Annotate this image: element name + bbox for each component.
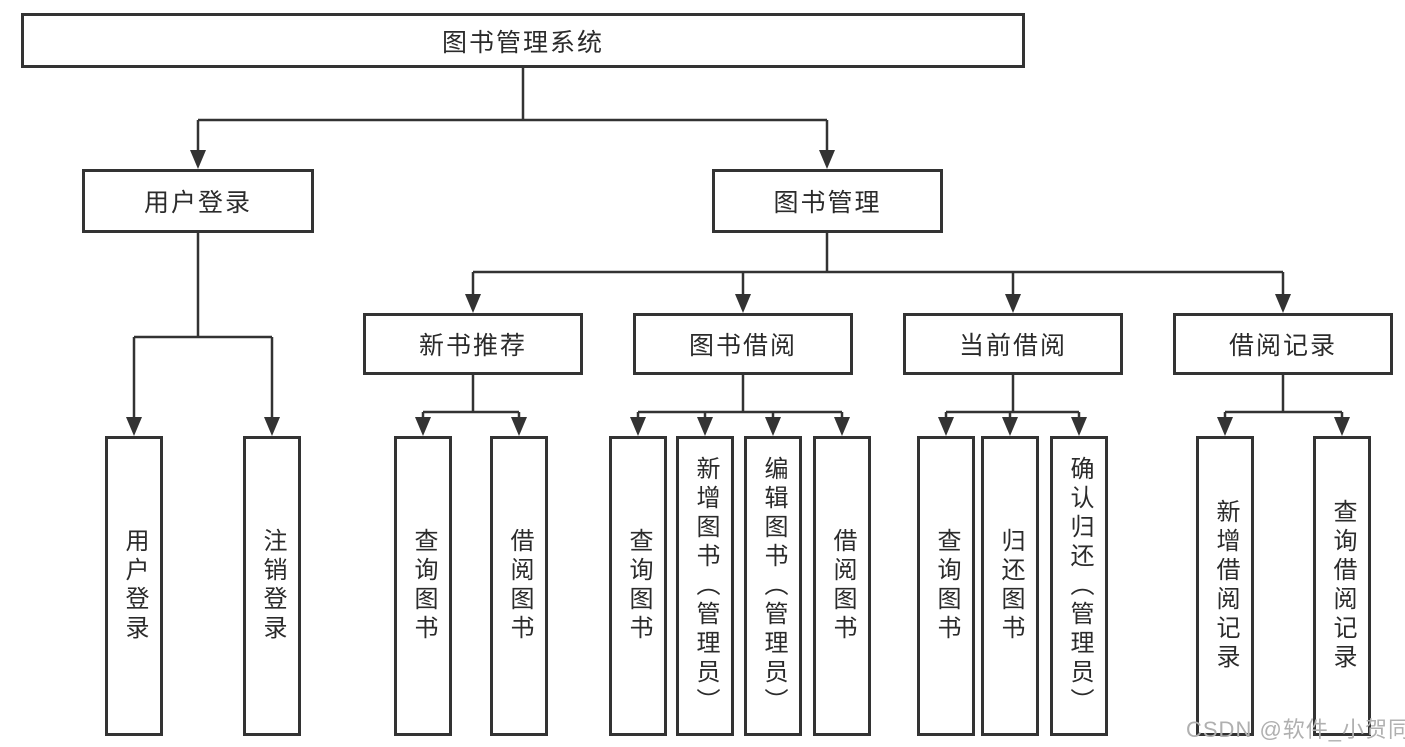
connector-user-login-to-children bbox=[126, 233, 280, 436]
leaf-borrow-books: 借阅图书 bbox=[813, 436, 871, 736]
node-root-library-management-system: 图书管理系统 bbox=[21, 13, 1025, 68]
node-book-management: 图书管理 bbox=[712, 169, 943, 233]
node-new-book-recommend: 新书推荐 bbox=[363, 313, 583, 375]
leaf-borrow-books-recommend: 借阅图书 bbox=[490, 436, 548, 736]
node-borrow-record: 借阅记录 bbox=[1173, 313, 1393, 375]
leaf-query-borrow-record: 查询借阅记录 bbox=[1313, 436, 1371, 736]
leaf-user-login: 用户登录 bbox=[105, 436, 163, 736]
node-user-login: 用户登录 bbox=[82, 169, 314, 233]
connector-borrow-record-to-children bbox=[1217, 375, 1350, 436]
leaf-logout: 注销登录 bbox=[243, 436, 301, 736]
leaf-return-books: 归还图书 bbox=[981, 436, 1039, 736]
leaf-add-books-admin: 新增图书（管理员） bbox=[676, 436, 734, 736]
leaf-query-books-borrow: 查询图书 bbox=[609, 436, 667, 736]
leaf-query-books-recommend: 查询图书 bbox=[394, 436, 452, 736]
connector-new-book-recommend-to-children bbox=[415, 375, 527, 436]
leaf-confirm-return-admin: 确认归还（管理员） bbox=[1050, 436, 1108, 736]
node-current-borrow: 当前借阅 bbox=[903, 313, 1123, 375]
leaf-add-borrow-record: 新增借阅记录 bbox=[1196, 436, 1254, 736]
connector-book-management-to-level3 bbox=[465, 233, 1291, 313]
connector-root-to-level2 bbox=[190, 68, 835, 169]
leaf-edit-books-admin: 编辑图书（管理员） bbox=[744, 436, 802, 736]
connector-current-borrow-to-children bbox=[938, 375, 1087, 436]
node-book-borrow: 图书借阅 bbox=[633, 313, 853, 375]
leaf-query-books-current: 查询图书 bbox=[917, 436, 975, 736]
connector-book-borrow-to-children bbox=[630, 375, 850, 436]
csdn-watermark: CSDN @软件_小贺同学 bbox=[1186, 717, 1405, 742]
